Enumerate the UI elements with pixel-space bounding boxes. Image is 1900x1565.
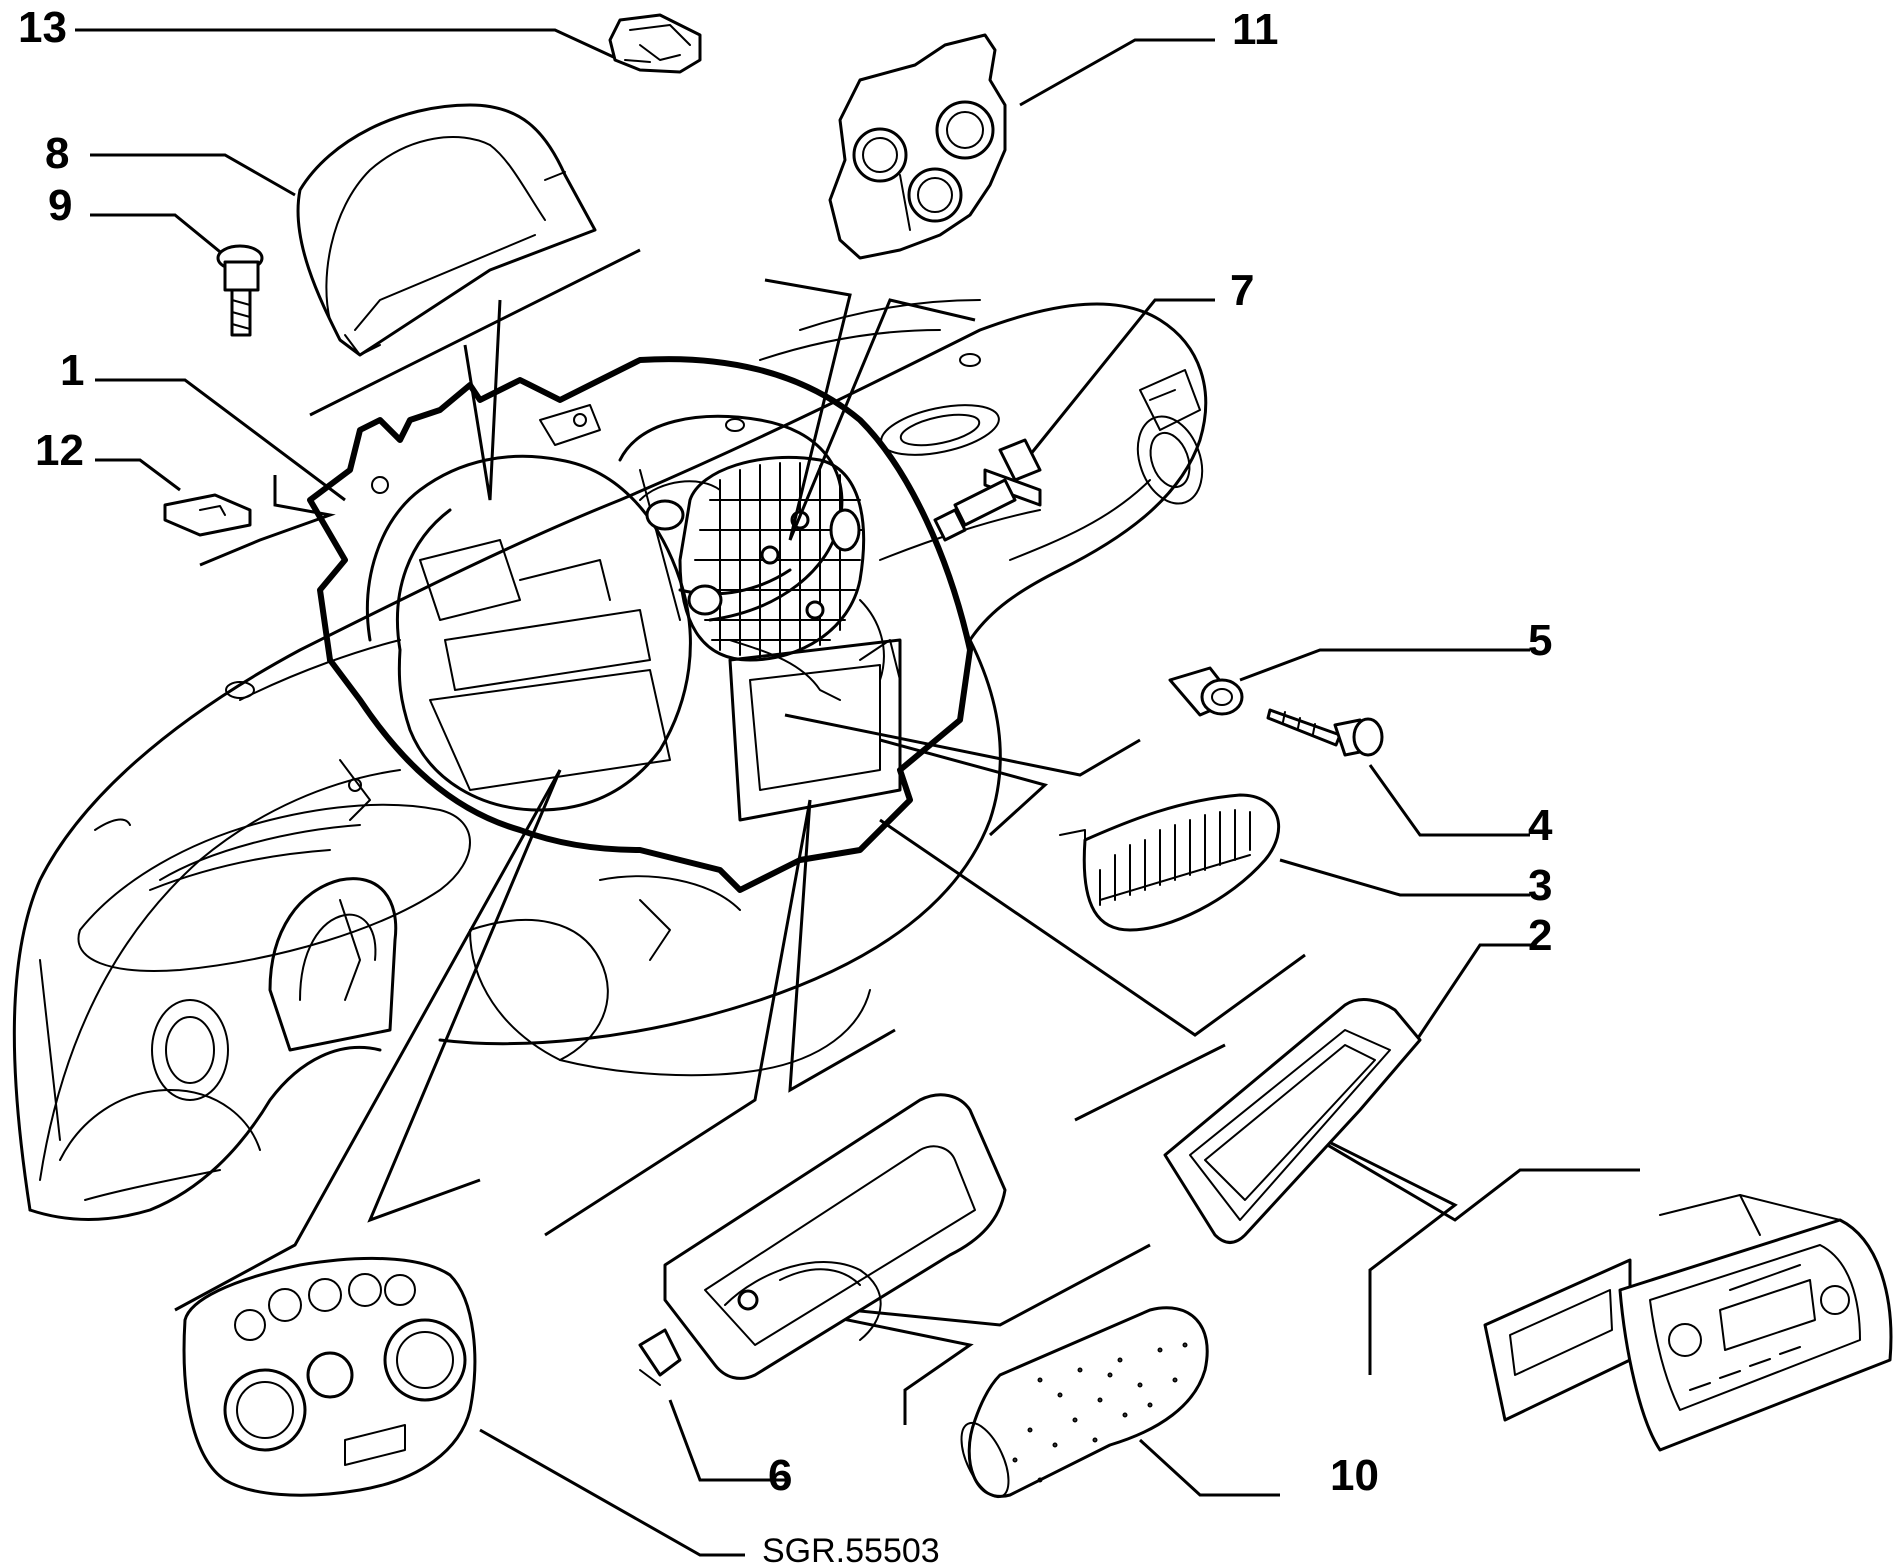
center-console-frame <box>307 356 973 893</box>
part-13-clip <box>608 13 702 74</box>
dashboard-body <box>12 299 1208 1221</box>
leader-lines <box>75 28 1640 1557</box>
callout-4: 4 <box>1528 801 1553 850</box>
callout-10: 10 <box>1330 1451 1379 1500</box>
callout-9: 9 <box>48 181 72 230</box>
callout-1: 1 <box>60 346 84 395</box>
part-3-side-vent <box>1059 793 1281 932</box>
part-12-plug <box>163 493 252 537</box>
part-10-cylinder <box>960 1306 1209 1499</box>
callout-8: 8 <box>45 129 69 178</box>
callout-7: 7 <box>1230 266 1254 315</box>
callout-6: 6 <box>768 1451 792 1500</box>
part-11-switch-panel <box>828 33 1007 260</box>
callout-12: 12 <box>35 426 84 475</box>
callout-2: 2 <box>1528 911 1552 960</box>
part-2-radio-frame <box>1163 998 1422 1244</box>
part-4-screw <box>1266 708 1384 757</box>
callout-5: 5 <box>1528 616 1552 665</box>
callout-13: 13 <box>18 3 67 52</box>
radio-unit <box>1483 1194 1893 1452</box>
callout-labels: 13 8 9 1 12 11 7 5 4 3 2 6 10 SGR.55503 <box>18 3 1553 1565</box>
callout-3: 3 <box>1528 861 1552 910</box>
part-6-pocket <box>638 1093 1007 1386</box>
callout-11: 11 <box>1232 5 1279 54</box>
reference-code: SGR.55503 <box>762 1532 940 1565</box>
part-8-cluster-hood <box>296 103 597 357</box>
part-5-bushing <box>1168 666 1244 717</box>
climate-control-panel <box>182 1256 477 1497</box>
part-9-screw <box>216 244 264 337</box>
part-7-bolt <box>933 438 1042 542</box>
center-vent-grille <box>694 462 863 659</box>
